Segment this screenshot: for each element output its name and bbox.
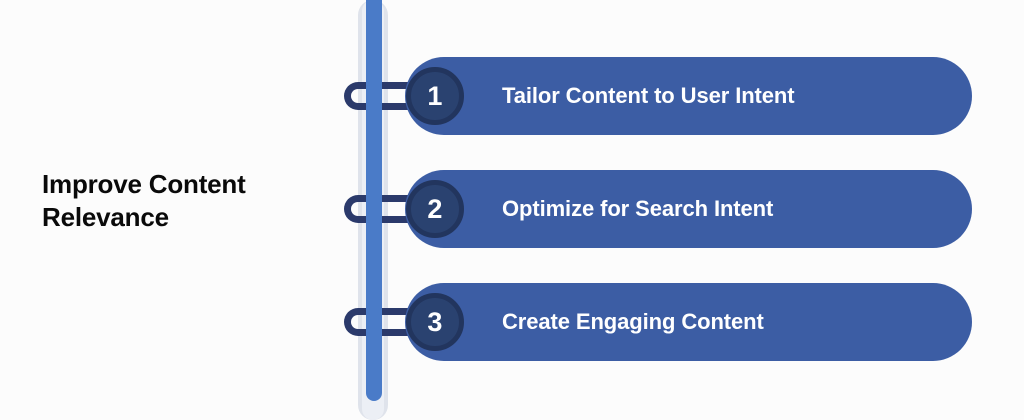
step-number-label: 3 [427,306,443,337]
step-number-label: 1 [427,80,443,111]
step-label: Optimize for Search Intent [502,196,774,221]
step-item[interactable]: 2 Optimize for Search Intent [0,167,1024,251]
step-pill[interactable] [405,57,972,135]
step-label: Create Engaging Content [502,309,764,334]
step-item[interactable]: 1 Tailor Content to User Intent [0,54,1024,138]
step-label: Tailor Content to User Intent [502,83,795,108]
step-item[interactable]: 3 Create Engaging Content [0,280,1024,364]
rail-overlay-segment [366,54,382,138]
step-pill[interactable] [405,283,972,361]
page-title: Improve Content Relevance [42,169,246,233]
step-number-label: 2 [427,193,443,224]
rail-overlay-segment [366,167,382,251]
step-pill[interactable] [405,170,972,248]
step-number-badge: 2 [406,180,464,238]
step-number-badge: 3 [406,293,464,351]
rail-overlay-segment [366,280,382,364]
step-number-badge: 1 [406,67,464,125]
